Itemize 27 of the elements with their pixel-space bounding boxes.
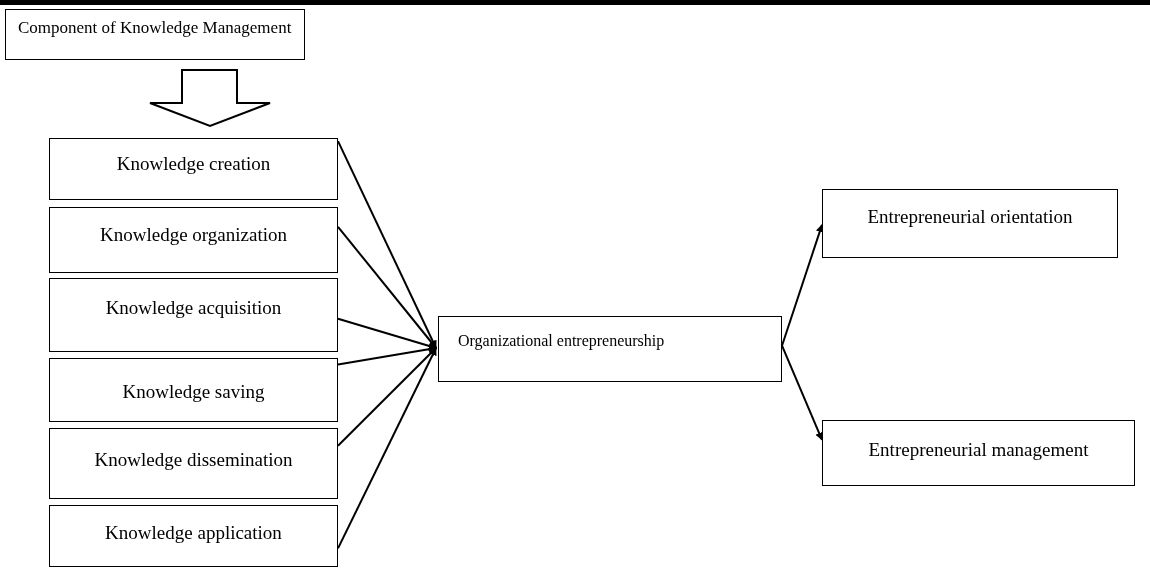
block-arrow	[149, 69, 271, 128]
process-box	[49, 358, 338, 422]
arrow	[337, 347, 437, 550]
box-label: Organizational entrepreneurship	[458, 331, 665, 351]
box-label: Knowledge saving	[122, 381, 265, 404]
process-box	[49, 207, 338, 273]
box-label: Knowledge organization	[100, 224, 287, 247]
box-label: Knowledge dissemination	[94, 449, 293, 472]
process-box	[49, 278, 338, 352]
arrow	[781, 223, 824, 347]
box-label: Knowledge acquisition	[105, 297, 282, 320]
box-label: Knowledge application	[105, 522, 282, 545]
box-label: Component of Knowledge Management	[18, 18, 292, 39]
arrow	[337, 345, 437, 366]
arrow	[337, 225, 437, 349]
process-box	[822, 189, 1118, 258]
box-label: Knowledge creation	[116, 153, 271, 176]
process-box	[49, 428, 338, 499]
arrow	[337, 347, 437, 447]
process-box	[49, 138, 338, 200]
process-box	[438, 316, 782, 382]
box-label: Entrepreneurial management	[868, 439, 1089, 462]
process-box	[822, 420, 1135, 486]
process-box	[49, 505, 338, 567]
arrow	[781, 344, 823, 441]
box-label: Entrepreneurial orientation	[867, 206, 1073, 229]
process-box	[5, 9, 305, 60]
